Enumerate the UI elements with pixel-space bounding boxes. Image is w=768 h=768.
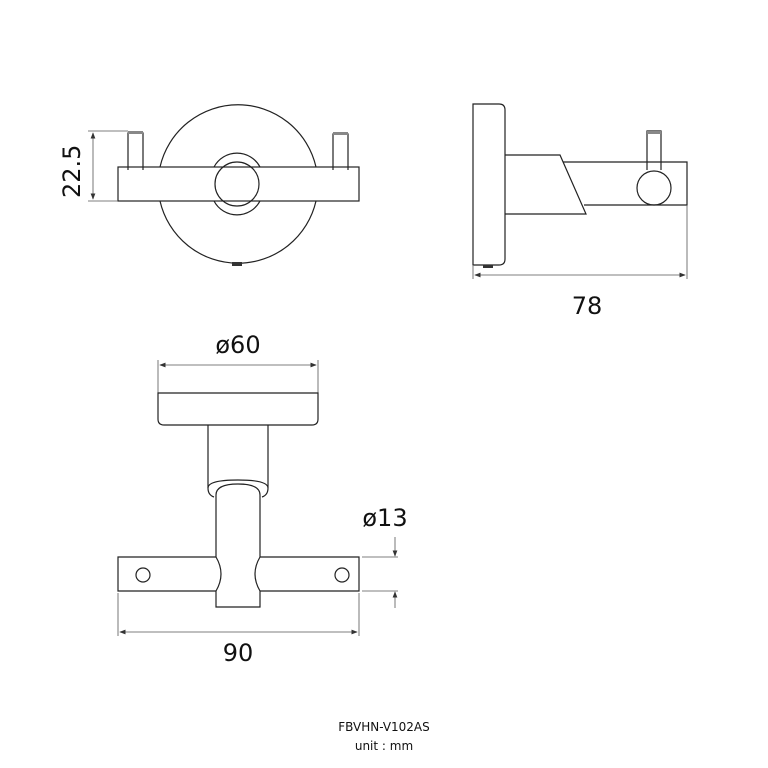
side-rod <box>563 161 688 206</box>
side-wall-plate <box>472 103 506 266</box>
peg-hole-right <box>334 567 350 583</box>
dimension-plate-label: ø60 <box>215 331 260 359</box>
top-view <box>117 360 398 636</box>
peg-hole-left <box>135 567 151 583</box>
set-screw <box>232 262 242 266</box>
side-arm <box>505 154 587 215</box>
dimension-rod-label: ø13 <box>362 504 407 532</box>
dimension-depth-label: 78 <box>572 292 603 320</box>
side-view <box>472 103 688 279</box>
peg-left <box>127 132 144 170</box>
side-knob <box>636 170 672 206</box>
hook-bar <box>117 166 360 202</box>
top-stem <box>207 425 269 488</box>
top-bar <box>117 556 360 592</box>
wall-plate-circle-bottom <box>159 200 317 264</box>
front-view <box>88 104 360 266</box>
model-number: FBVHN-V102AS <box>338 720 430 734</box>
side-peg <box>646 130 662 170</box>
unit-label: unit : mm <box>354 739 414 753</box>
center-boss <box>214 161 260 207</box>
dimension-width-label: 90 <box>223 639 254 667</box>
wall-plate-circle-top <box>159 104 317 168</box>
top-wall-plate <box>157 392 319 426</box>
peg-right <box>332 133 349 170</box>
top-arm <box>215 495 261 608</box>
dimension-height-label: 22.5 <box>58 145 86 198</box>
